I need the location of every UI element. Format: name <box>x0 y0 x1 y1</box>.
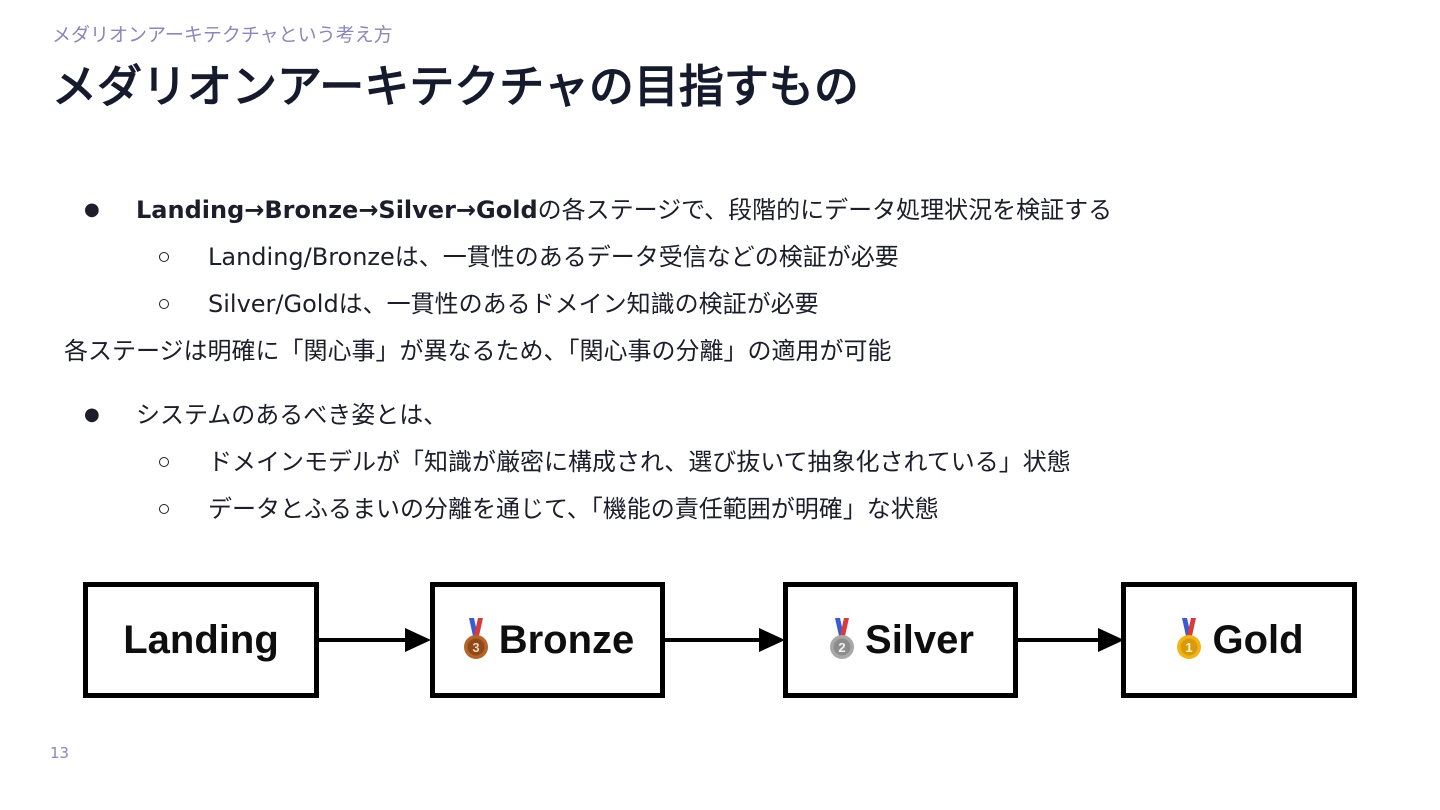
landing-term: Landing <box>136 196 245 224</box>
silver-box-label: Silver <box>865 617 974 662</box>
arrow-glyph: → <box>455 196 477 224</box>
silver-term: Silver <box>378 196 456 224</box>
bronze-box-label: Bronze <box>498 617 635 662</box>
sub-bullet-circle-icon <box>159 299 169 309</box>
page-title: メダリオンアーキテクチャの目指すもの <box>52 60 859 113</box>
bronze-medal-icon: 3 <box>461 618 491 662</box>
sub-bullet-circle-icon <box>159 457 169 467</box>
arrow-glyph: → <box>244 196 265 224</box>
svg-text:1: 1 <box>1186 640 1193 655</box>
bronze-term: Bronze <box>264 196 359 224</box>
bullet-dot-icon: ● <box>84 199 100 220</box>
bronze-box: 3 Bronze <box>430 582 665 698</box>
svg-text:2: 2 <box>838 640 845 655</box>
separation-of-concerns-text: 各ステージは明確に「関心事」が異なるため、「関心事の分離」の適用が可能 <box>64 337 892 365</box>
landing-box-label: Landing <box>123 617 279 662</box>
system-ideal-heading: システムのあるべき姿とは、 <box>136 401 448 429</box>
stage-flow-line: Landing→Bronze→Silver→Goldの各ステージで、段階的にデー… <box>136 195 1112 225</box>
bullet-dot-icon: ● <box>84 404 100 425</box>
gold-box: 1 Gold <box>1121 582 1357 698</box>
sub-bullet-circle-icon <box>159 504 169 514</box>
sub-bullet-landing-bronze: Landing/Bronzeは、一貫性のあるデータ受信などの検証が必要 <box>208 243 899 271</box>
sub-bullet-domain-model: ドメインモデルが「知識が厳密に構成され、選び抜いて抽象化されている」状態 <box>208 448 1071 476</box>
stage-flow-description: の各ステージで、段階的にデータ処理状況を検証する <box>537 196 1113 224</box>
arrow-glyph: → <box>358 196 379 224</box>
sub-bullet-circle-icon <box>159 252 169 262</box>
sub-bullet-data-behavior: データとふるまいの分離を通じて、「機能の責任範囲が明確」な状態 <box>208 495 939 523</box>
sub-bullet-silver-gold: Silver/Goldは、一貫性のあるドメイン知識の検証が必要 <box>208 290 819 318</box>
arrow-right-icon <box>665 628 785 652</box>
gold-box-label: Gold <box>1212 617 1304 662</box>
gold-term: Gold <box>476 196 538 224</box>
page-number: 13 <box>50 744 70 762</box>
gold-medal-icon: 1 <box>1174 618 1204 662</box>
silver-medal-icon: 2 <box>827 618 857 662</box>
section-subtitle: メダリオンアーキテクチャという考え方 <box>52 24 393 46</box>
landing-box: Landing <box>83 582 319 698</box>
silver-box: 2 Silver <box>783 582 1018 698</box>
arrow-right-icon <box>319 628 431 652</box>
arrow-right-icon <box>1018 628 1124 652</box>
svg-text:3: 3 <box>472 640 479 655</box>
